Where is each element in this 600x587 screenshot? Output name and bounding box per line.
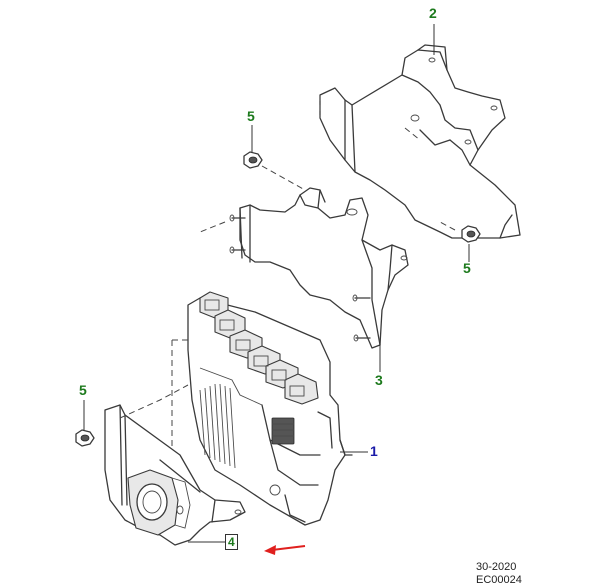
callout-part-5-right: 5 [463, 260, 471, 276]
middle-bracket-part-3 [229, 187, 409, 349]
callout-part-5-top: 5 [247, 108, 255, 124]
nut-part-5-right [461, 225, 481, 243]
nut-part-5-top [243, 151, 263, 169]
red-reference-arrow [264, 545, 306, 555]
upper-bracket-part-2 [319, 44, 521, 239]
nut-part-5-left [75, 429, 95, 447]
callout-part-2: 2 [429, 5, 437, 21]
figure-code: EC00024 [476, 574, 522, 586]
heat-sink-fins [199, 367, 263, 469]
ecu-module-part-1 [187, 291, 353, 526]
callout-part-3: 3 [375, 372, 383, 388]
callout-part-5-left: 5 [79, 382, 87, 398]
lower-bracket-part-4 [104, 404, 246, 546]
callout-part-4-boxed: 4 [225, 534, 238, 550]
figure-reference-number: 30-2020 [476, 561, 517, 573]
assembly-lines [119, 95, 456, 448]
callout-leaders [83, 24, 470, 543]
callout-part-1: 1 [370, 443, 378, 459]
